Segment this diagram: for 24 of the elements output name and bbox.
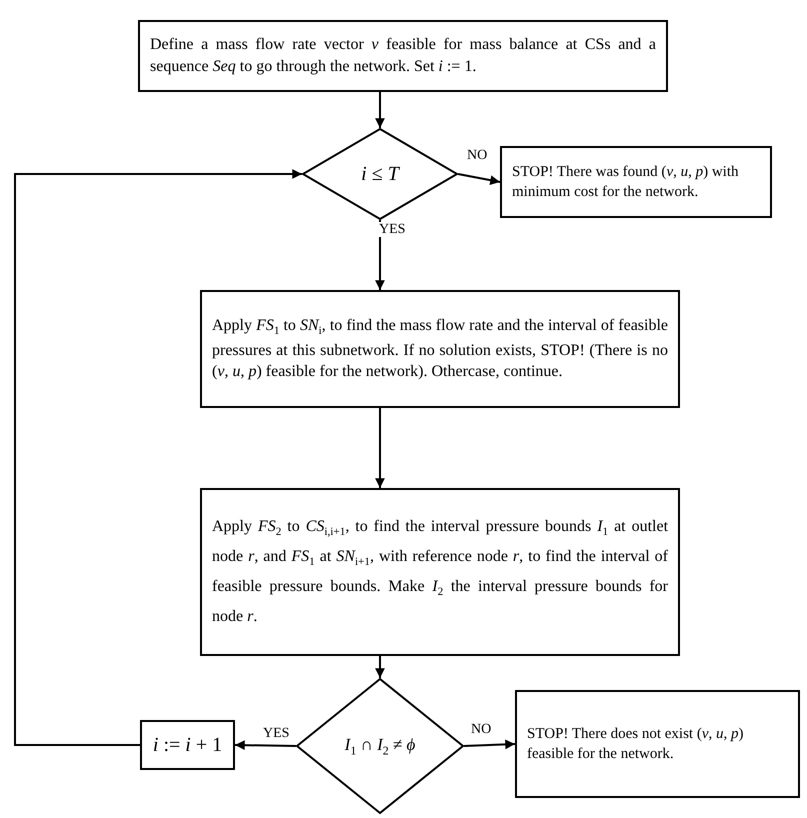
edge-label: YES xyxy=(378,222,406,238)
process-box xyxy=(140,720,235,770)
decision-diamond xyxy=(302,128,458,220)
step-text: i := i + 1 xyxy=(152,732,223,758)
process-box xyxy=(500,146,772,218)
arrow xyxy=(14,169,302,746)
arrow xyxy=(234,740,296,750)
arrow xyxy=(458,173,500,186)
step-text: Define a mass flow rate vector v feasible for mass balance at CSs and a sequence Seq to go through the network. Set i := 1. xyxy=(150,35,656,77)
step-text: STOP! There was found (v, u, p) with minimum cost for the network. xyxy=(512,162,740,202)
arrow xyxy=(375,92,385,128)
arrow xyxy=(375,656,385,678)
decision-diamond xyxy=(296,678,464,814)
process-box xyxy=(200,488,680,656)
process-box xyxy=(200,290,680,408)
process-box xyxy=(138,20,668,92)
step-text: STOP! There does not exist (v, u, p) feasible for the network. xyxy=(527,724,745,764)
condition-text: i ≤ T xyxy=(361,162,399,186)
arrow xyxy=(464,740,516,750)
process-box xyxy=(515,690,800,798)
condition-text: I$_{1}$ ∩ I$_{2}$ ≠ ϕ xyxy=(344,734,416,758)
step-text: Apply FS$_{1}$ to SN$_{i}$, to find the mass flow rate and the interval of feasible pressures at this subnetwork. If no solution exists, STOP! (There is no (v, u, p) feasible for the network). Othercase, continue. xyxy=(212,316,668,382)
arrow xyxy=(375,408,385,488)
step-text: Apply FS$_{2}$ to CS$_{i,i+1}$, to find the interval pressure bounds I$_{1}$ at outlet node r, and FS$_{1}$ at SN$_{i+1}$, with reference node r, to find the interval of feasible pressure bounds. Make I$_{2}$ the interval pressure bounds for node r. xyxy=(212,517,668,627)
